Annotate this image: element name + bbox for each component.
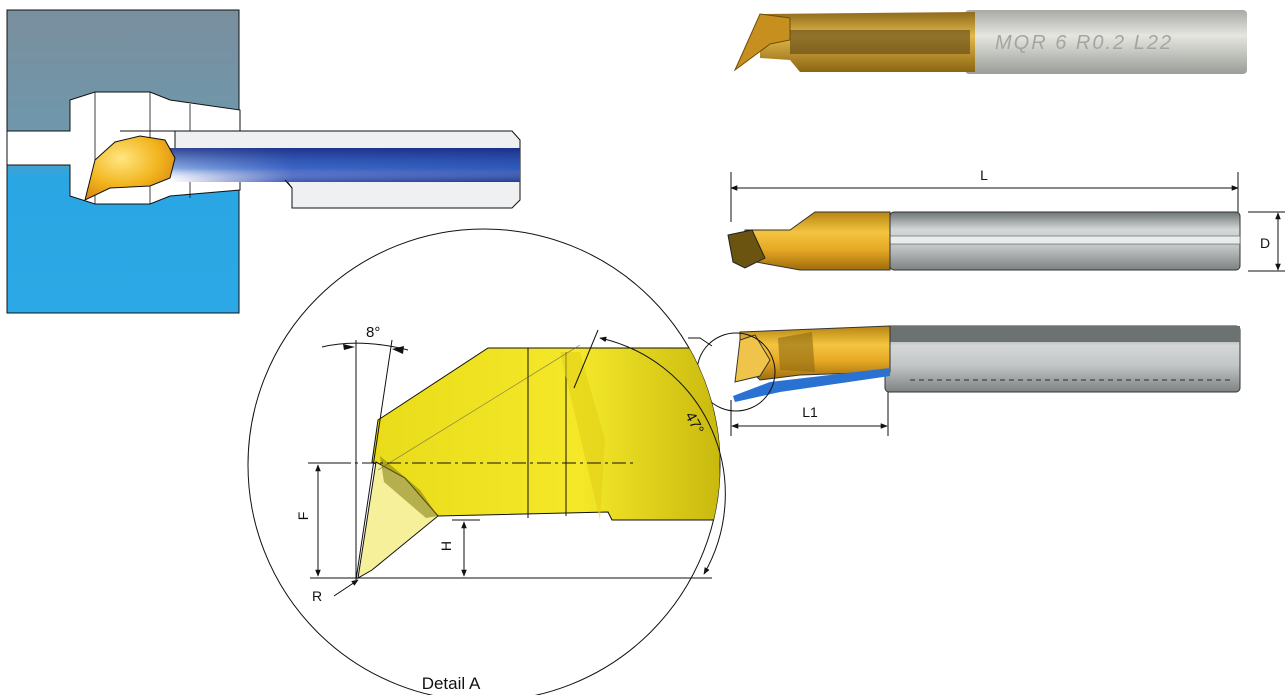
radius-label: R — [312, 588, 322, 604]
bore-section-view — [6, 9, 521, 314]
tip-side — [727, 229, 766, 269]
height-f-label: F — [295, 512, 311, 521]
angle-47-arc — [599, 336, 726, 575]
neck-side — [744, 211, 891, 271]
radius-leader — [333, 579, 359, 597]
photo-engraving: MQR 6 R0.2 L22 — [995, 32, 1173, 54]
tool-top-view: A L1 — [676, 325, 1241, 436]
tool-side-view: L D — [727, 167, 1285, 272]
tip-top — [734, 334, 771, 383]
photo-shank — [965, 10, 1247, 74]
chip-edge — [733, 368, 890, 402]
detail-caption: Detail A — [422, 674, 481, 693]
diameter-label: D — [1260, 235, 1270, 251]
height-h-label: H — [438, 541, 454, 551]
insert-length-label: L1 — [802, 404, 818, 420]
photo-tip — [733, 13, 791, 72]
cutting-head — [84, 135, 176, 201]
tool-photo: MQR 6 R0.2 L22 — [733, 10, 1247, 74]
length-label: L — [980, 167, 988, 183]
detail-a-view: 8° 47° F H R Detail A — [247, 228, 726, 695]
angle-8-label: 8° — [366, 324, 380, 341]
